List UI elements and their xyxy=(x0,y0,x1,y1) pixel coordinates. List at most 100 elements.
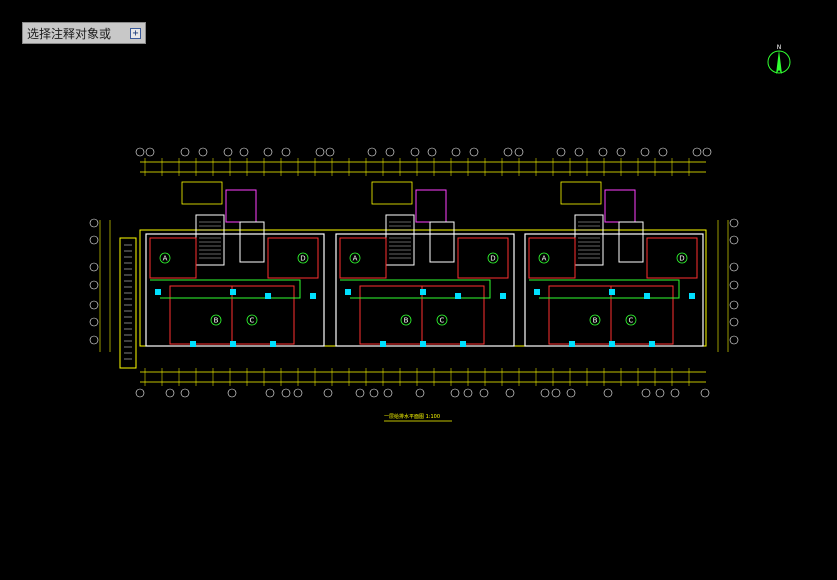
room-label: D xyxy=(679,255,684,263)
axis-bubble-right xyxy=(729,218,739,228)
axis-bubble-left xyxy=(89,300,99,310)
axis-bubble-bottom xyxy=(165,388,175,398)
axis-bubble-bottom xyxy=(293,388,303,398)
fixture xyxy=(609,289,615,295)
axis-bubble-top xyxy=(469,147,479,157)
axis-bubble-top xyxy=(616,147,626,157)
room-bubble xyxy=(349,252,361,264)
axis-bubble-bottom xyxy=(479,388,489,398)
fixture xyxy=(500,293,506,299)
elevator xyxy=(618,221,644,263)
axis-bubble-top xyxy=(427,147,437,157)
axis-bubble-top xyxy=(135,147,145,157)
axis-bubble-top xyxy=(658,147,668,157)
axis-bubble-bottom xyxy=(641,388,651,398)
axis-bubble-left xyxy=(89,218,99,228)
axis-bubble-top xyxy=(198,147,208,157)
axis-bubble-left xyxy=(89,280,99,290)
water-pipe xyxy=(529,279,680,299)
room-bubble xyxy=(538,252,550,264)
room-outline xyxy=(457,237,509,279)
fixture xyxy=(265,293,271,299)
room-bubble xyxy=(625,314,637,326)
axis-bubble-top xyxy=(223,147,233,157)
water-pipe xyxy=(340,279,491,299)
axis-bubble-right xyxy=(729,300,739,310)
axis-bubble-bottom xyxy=(505,388,515,398)
axis-bubble-bottom xyxy=(369,388,379,398)
room-outline xyxy=(231,285,295,345)
fixture xyxy=(455,293,461,299)
shaft xyxy=(604,189,636,223)
building-outline xyxy=(139,229,707,347)
axis-bubble-bottom xyxy=(135,388,145,398)
axis-bubble-top xyxy=(315,147,325,157)
room-outline xyxy=(421,285,485,345)
fixture xyxy=(460,341,466,347)
axis-bubble-bottom xyxy=(566,388,576,398)
room-label: A xyxy=(163,255,168,263)
axis-bubble-top xyxy=(574,147,584,157)
room-bubble xyxy=(246,314,258,326)
room-bubble xyxy=(676,252,688,264)
north-arrow-icon: N xyxy=(767,44,791,74)
room-bubble xyxy=(159,252,171,264)
axis-bubble-right xyxy=(729,235,739,245)
axis-bubble-bottom xyxy=(323,388,333,398)
fixture xyxy=(534,289,540,295)
fixture xyxy=(230,289,236,295)
fixture xyxy=(380,341,386,347)
stair-core xyxy=(574,214,604,266)
room-label: C xyxy=(250,317,255,325)
stair-landing xyxy=(371,181,413,205)
room-outline xyxy=(339,237,387,279)
axis-bubble-bottom xyxy=(551,388,561,398)
room-bubble xyxy=(589,314,601,326)
room-outline xyxy=(149,237,197,279)
fixture xyxy=(345,289,351,295)
axis-bubble-bottom xyxy=(655,388,665,398)
room-outline xyxy=(169,285,233,345)
axis-bubbles xyxy=(89,147,739,398)
elevator xyxy=(429,221,455,263)
room-label: C xyxy=(629,317,634,325)
room-label: B xyxy=(593,317,598,325)
axis-bubble-left xyxy=(89,335,99,345)
axis-bubble-right xyxy=(729,335,739,345)
room-bubble xyxy=(436,314,448,326)
north-label: N xyxy=(777,44,782,51)
fixture xyxy=(644,293,650,299)
shaft xyxy=(225,189,257,223)
fixture xyxy=(569,341,575,347)
axis-bubble-top xyxy=(556,147,566,157)
fixture xyxy=(649,341,655,347)
room-label: B xyxy=(404,317,409,325)
room-outline xyxy=(610,285,674,345)
room-label: C xyxy=(440,317,445,325)
room-outline xyxy=(528,237,576,279)
room-label: B xyxy=(214,317,219,325)
fixture xyxy=(270,341,276,347)
room-outline xyxy=(359,285,423,345)
axis-bubble-top xyxy=(410,147,420,157)
axis-bubble-bottom xyxy=(355,388,365,398)
room-bubble xyxy=(210,314,222,326)
expand-icon[interactable]: + xyxy=(130,27,141,39)
fixture xyxy=(609,341,615,347)
axis-bubble-top xyxy=(367,147,377,157)
room-bubble xyxy=(400,314,412,326)
elevator xyxy=(239,221,265,263)
fixture xyxy=(689,293,695,299)
axis-bubble-right xyxy=(729,262,739,272)
axis-bubble-top xyxy=(263,147,273,157)
axis-bubble-top xyxy=(702,147,712,157)
axis-bubble-top xyxy=(239,147,249,157)
room-outline xyxy=(646,237,698,279)
axis-bubble-bottom xyxy=(463,388,473,398)
drawing-title: 一层给排水平面图 1:100 xyxy=(384,413,440,420)
